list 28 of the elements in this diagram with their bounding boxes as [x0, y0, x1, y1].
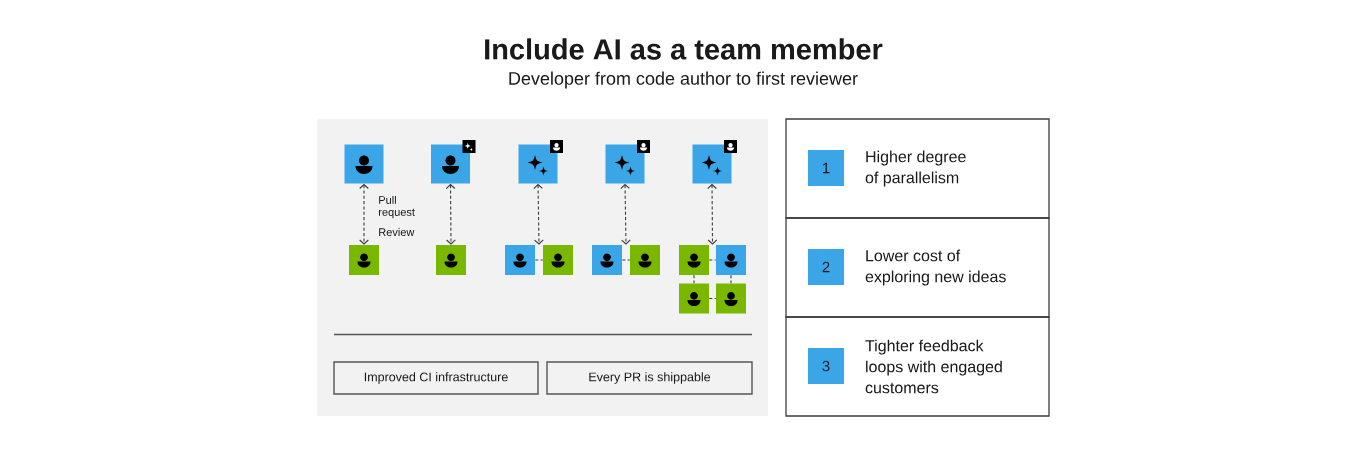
number-tile: 1	[808, 150, 844, 186]
connector-line	[534, 259, 544, 261]
tile	[436, 245, 466, 275]
tile	[592, 245, 622, 275]
connector-line	[693, 274, 695, 284]
tile	[679, 245, 709, 275]
arrow-label: Pull request	[379, 195, 415, 219]
connector-line	[708, 297, 717, 300]
connector-line	[621, 259, 631, 261]
title: Include AI as a team member	[485, 38, 883, 60]
number-tile: 2	[808, 249, 844, 285]
arrow	[620, 183, 631, 245]
connector-line	[708, 259, 717, 261]
arrow	[533, 183, 544, 245]
tile	[543, 245, 573, 275]
arrow	[445, 183, 456, 245]
tile	[505, 245, 535, 275]
arrow	[707, 183, 718, 245]
text-box: Every PR is shippable	[546, 361, 753, 395]
tile	[630, 245, 660, 275]
number-tile: 3	[808, 348, 844, 384]
connector-line	[730, 274, 732, 284]
text-box: Improved CI infrastructure	[333, 361, 539, 395]
subtitle: Developer from code author to first reviewer	[509, 71, 858, 89]
arrow	[359, 183, 369, 245]
arrow-label: Review	[379, 227, 415, 237]
tile	[716, 245, 746, 275]
tile	[349, 245, 379, 275]
